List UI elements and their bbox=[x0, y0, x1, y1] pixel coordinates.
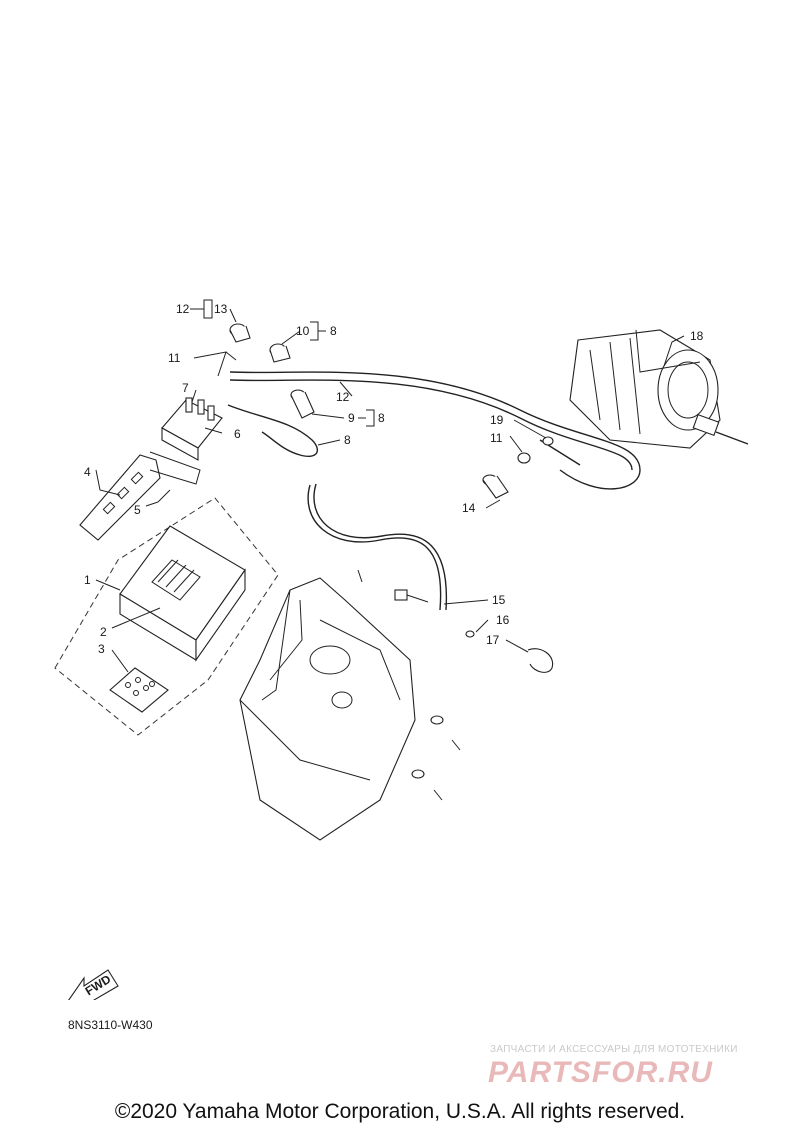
battery-negative-cable bbox=[307, 484, 442, 611]
callout-9: 9 bbox=[348, 411, 355, 425]
bracket-bolt bbox=[157, 489, 171, 503]
callout-4: 4 bbox=[84, 465, 91, 479]
callout-1: 1 bbox=[84, 573, 91, 587]
terminal-cap-10 bbox=[269, 343, 291, 363]
relay-bracket bbox=[79, 451, 201, 541]
callout-15: 15 bbox=[492, 593, 506, 607]
callout-6: 6 bbox=[234, 427, 241, 441]
callout-5: 5 bbox=[134, 503, 141, 517]
callout-16: 16 bbox=[496, 613, 510, 627]
screw-c bbox=[357, 569, 363, 583]
callout-2: 2 bbox=[100, 625, 107, 639]
screw-a bbox=[451, 739, 461, 751]
starter-cable bbox=[229, 371, 641, 490]
washer-b bbox=[411, 769, 425, 779]
battery-group-outline bbox=[54, 497, 279, 736]
battery-warning-label bbox=[151, 559, 201, 601]
washer-16 bbox=[465, 630, 475, 638]
ground-bolt bbox=[394, 589, 429, 603]
callout-11-right: 11 bbox=[490, 431, 503, 445]
callout-8-top: 8 bbox=[330, 324, 337, 338]
leader-lines bbox=[95, 299, 685, 673]
screw-b bbox=[433, 789, 443, 801]
battery-positive-cable bbox=[227, 404, 319, 457]
terminal-cap-13 bbox=[229, 323, 251, 343]
callout-12-top: 12 bbox=[176, 302, 190, 316]
terminal-cap-14 bbox=[482, 474, 509, 499]
watermark-tagline: ЗАПЧАСТИ И АКСЕССУАРЫ ДЛЯ МОТОТЕХНИКИ bbox=[490, 1044, 738, 1055]
forward-direction-arrow: FWD bbox=[68, 969, 119, 1000]
callout-14: 14 bbox=[462, 501, 476, 515]
drawing-code: 8NS3110-W430 bbox=[68, 1018, 153, 1032]
watermark-logo: PARTSFOR.RU bbox=[488, 1056, 713, 1089]
battery bbox=[119, 525, 246, 662]
callout-10: 10 bbox=[296, 324, 310, 338]
washer-a bbox=[430, 715, 444, 725]
exploded-parts-diagram: 1 2 3 4 5 6 7 12 13 10 8 11 12 9 8 8 19 … bbox=[54, 299, 749, 1000]
starter-motor bbox=[569, 329, 749, 449]
callout-13: 13 bbox=[214, 302, 228, 316]
copyright-notice: ©2020 Yamaha Motor Corporation, U.S.A. A… bbox=[114, 1100, 686, 1123]
washer-19 bbox=[542, 436, 554, 446]
callout-18: 18 bbox=[690, 329, 704, 343]
callout-7: 7 bbox=[182, 381, 189, 395]
callout-12-mid: 12 bbox=[336, 390, 350, 404]
callout-8-low: 8 bbox=[344, 433, 351, 447]
starter-relay bbox=[161, 397, 223, 461]
callout-17: 17 bbox=[486, 633, 500, 647]
callout-3: 3 bbox=[98, 642, 105, 656]
callout-8-mid: 8 bbox=[378, 411, 385, 425]
callout-19: 19 bbox=[490, 413, 504, 427]
terminal-cap-9 bbox=[290, 389, 315, 419]
callout-11-left: 11 bbox=[168, 351, 181, 365]
battery-hardware-bag bbox=[109, 667, 169, 713]
hull-mount bbox=[239, 577, 416, 841]
clamp-17 bbox=[527, 648, 554, 673]
nut-11 bbox=[517, 452, 531, 464]
